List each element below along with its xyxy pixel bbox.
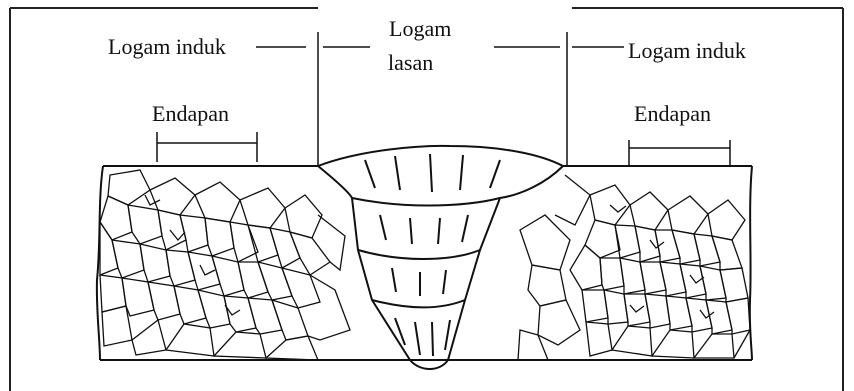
label-base-metal-left: Logam induk [108, 36, 226, 58]
label-deposit-left: Endapan [152, 103, 229, 125]
right-grain-structure [518, 175, 750, 360]
label-deposit-right: Endapan [634, 103, 711, 125]
label-base-metal-right: Logam induk [628, 40, 746, 62]
weld-bead [318, 146, 563, 369]
label-weld-metal-line1: Logam [389, 18, 451, 40]
left-grain-structure [100, 170, 350, 360]
label-weld-metal-line2: lasan [388, 52, 433, 74]
